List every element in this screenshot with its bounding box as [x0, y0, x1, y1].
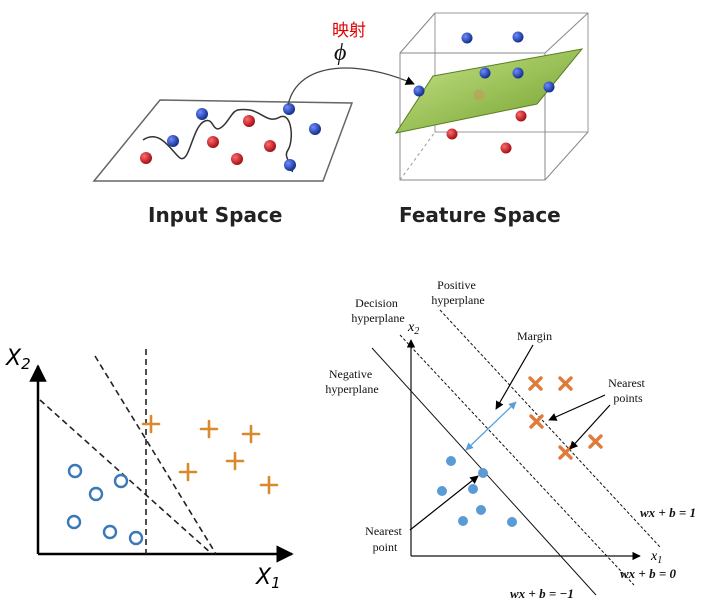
equation-negative: wx + b = −1 — [510, 586, 574, 601]
class-circle — [113, 473, 129, 489]
blue-point — [479, 67, 491, 79]
mapping-label: 映射 — [332, 21, 366, 41]
cube-edge — [399, 131, 436, 181]
class-circle — [102, 524, 118, 540]
blue-point — [413, 85, 425, 97]
red-point — [140, 152, 152, 164]
red-point — [264, 140, 276, 152]
blue-point — [283, 103, 295, 115]
class-circle — [128, 530, 144, 546]
margin-label: Margin — [517, 329, 552, 343]
separator-line — [94, 355, 217, 555]
blue-point — [461, 32, 473, 44]
input-space-caption: Input Space — [148, 203, 282, 227]
left-x-axis-label: X1 — [255, 565, 281, 592]
mapping-arrow — [287, 67, 415, 106]
red-point — [515, 110, 527, 122]
class-dot — [446, 456, 456, 466]
class-cross — [528, 376, 543, 391]
right-y-axis-label: x2 — [407, 320, 419, 337]
input-boundary-curve — [142, 108, 294, 173]
decision-hyperplane — [399, 334, 635, 586]
class-dot — [507, 517, 517, 527]
class-cross — [558, 445, 573, 460]
red-point — [473, 89, 485, 101]
class-plus — [259, 475, 279, 495]
margin-arrow — [465, 401, 517, 451]
class-dot — [478, 468, 488, 478]
cube-edge — [544, 131, 589, 181]
separating-plane — [394, 48, 584, 134]
feature-space-figure — [394, 12, 589, 181]
blue-point — [196, 108, 208, 120]
blue-point — [167, 135, 179, 147]
blue-point — [284, 159, 296, 171]
left-y-axis-label: X2 — [5, 346, 31, 373]
class-dot — [458, 516, 468, 526]
class-plus — [225, 451, 245, 471]
blue-point — [543, 81, 555, 93]
red-point — [231, 153, 243, 165]
right-x-axis-label: x1 — [650, 549, 662, 566]
class-circle — [66, 514, 82, 530]
feature-space-caption: Feature Space — [399, 203, 561, 227]
blue-point — [512, 31, 524, 43]
class-plus — [199, 419, 219, 439]
red-point — [243, 115, 255, 127]
negative-hyperplane-label: Negative hyperplane — [325, 367, 378, 396]
equation-zero: wx + b = 0 — [620, 566, 676, 581]
input-space-figure — [92, 99, 354, 182]
blue-point — [309, 123, 321, 135]
class-circle — [88, 486, 104, 502]
positive-hyperplane-label: Positive hyperplane — [431, 278, 484, 307]
right-svm-plot: x2 x1 Decision — [325, 278, 696, 601]
class-cross — [529, 414, 544, 429]
class-cross — [588, 434, 603, 449]
input-plane — [92, 99, 354, 182]
class-plus — [241, 424, 261, 444]
class-dot — [476, 505, 486, 515]
nearest-point-callout-arrow — [409, 475, 479, 531]
nearest-points-callout-arrow — [548, 394, 606, 421]
class-cross — [558, 376, 573, 391]
blue-point — [512, 67, 524, 79]
margin-callout-arrow — [495, 344, 534, 410]
nearest-points-callout-arrow — [569, 404, 611, 450]
equation-positive: wx + b = 1 — [640, 505, 696, 520]
left-svm-plot: X2 X1 — [5, 346, 294, 592]
phi-symbol: ϕ — [334, 40, 346, 66]
cube-edge — [399, 12, 436, 54]
class-circle — [67, 463, 83, 479]
red-point — [500, 142, 512, 154]
nearest-points-label: Nearest points — [608, 376, 648, 405]
class-plus — [141, 414, 161, 434]
nearest-point-label: Nearest point — [365, 524, 405, 554]
class-plus — [178, 462, 198, 482]
decision-hyperplane-label: Decision hyperplane — [351, 296, 404, 325]
cube-edge — [544, 12, 589, 54]
red-point — [446, 128, 458, 140]
red-point — [207, 136, 219, 148]
positive-hyperplane — [439, 309, 661, 548]
class-dot — [437, 486, 447, 496]
class-dot — [468, 484, 478, 494]
